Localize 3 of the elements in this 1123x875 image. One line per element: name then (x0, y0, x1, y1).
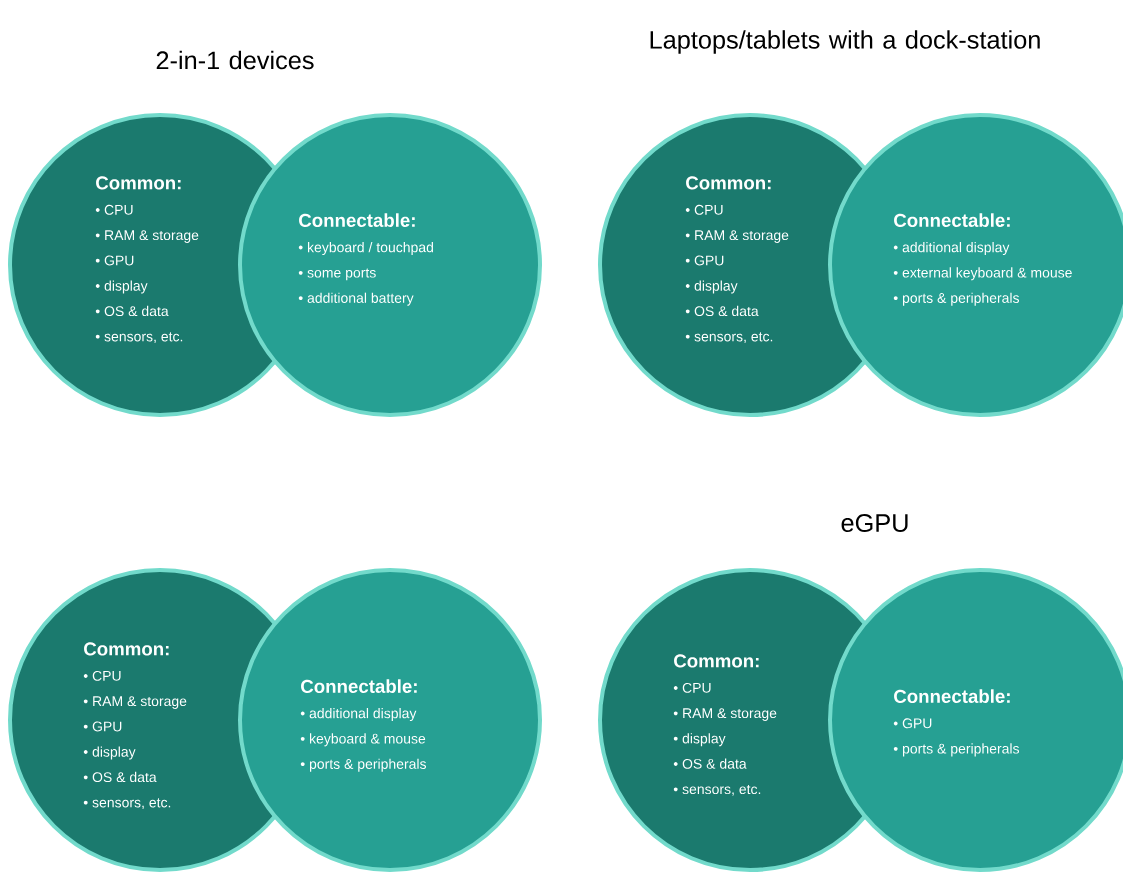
panel-title: 2-in-1 devices (156, 50, 314, 70)
panel-title: eGPU (841, 514, 908, 532)
panel-title: Laptops/tablets with a dock-station (650, 30, 1040, 54)
